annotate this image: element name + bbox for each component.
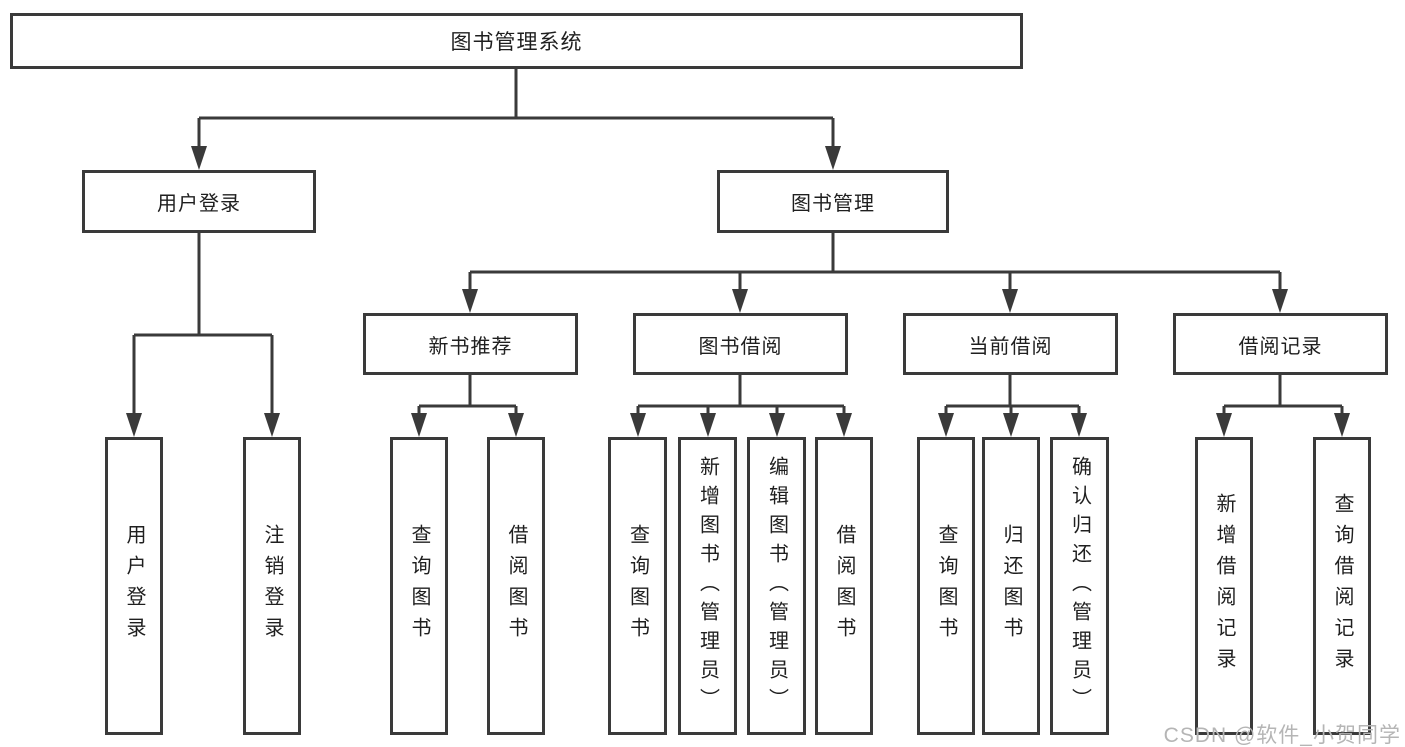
node-current-borrow: 当前借阅: [903, 313, 1118, 375]
node-user-login: 用户登录: [82, 170, 316, 233]
leaf-newbook-query-books: 查询图书: [390, 437, 448, 735]
leaf-current-query-books: 查询图书: [917, 437, 975, 735]
leaf-record-query: 查询借阅记录: [1313, 437, 1371, 735]
node-book-management: 图书管理: [717, 170, 949, 233]
leaf-borrow-edit-books-admin: 编辑图书（管理员）: [747, 437, 806, 735]
leaf-current-return-books: 归还图书: [982, 437, 1040, 735]
node-book-borrow: 图书借阅: [633, 313, 848, 375]
leaf-user-login: 用户登录: [105, 437, 163, 735]
leaf-borrow-borrow-books: 借阅图书: [815, 437, 873, 735]
node-borrow-records: 借阅记录: [1173, 313, 1388, 375]
leaf-record-add: 新增借阅记录: [1195, 437, 1253, 735]
watermark: CSDN @软件_小贺同学: [1163, 724, 1401, 747]
leaf-newbook-borrow-books: 借阅图书: [487, 437, 545, 735]
leaf-borrow-add-books-admin: 新增图书（管理员）: [678, 437, 737, 735]
leaf-logout: 注销登录: [243, 437, 301, 735]
node-new-book-recommend: 新书推荐: [363, 313, 578, 375]
node-root: 图书管理系统: [10, 13, 1023, 69]
leaf-current-confirm-return-admin: 确认归还（管理员）: [1050, 437, 1109, 735]
arrowheads: [126, 146, 1350, 437]
leaf-borrow-query-books: 查询图书: [608, 437, 667, 735]
